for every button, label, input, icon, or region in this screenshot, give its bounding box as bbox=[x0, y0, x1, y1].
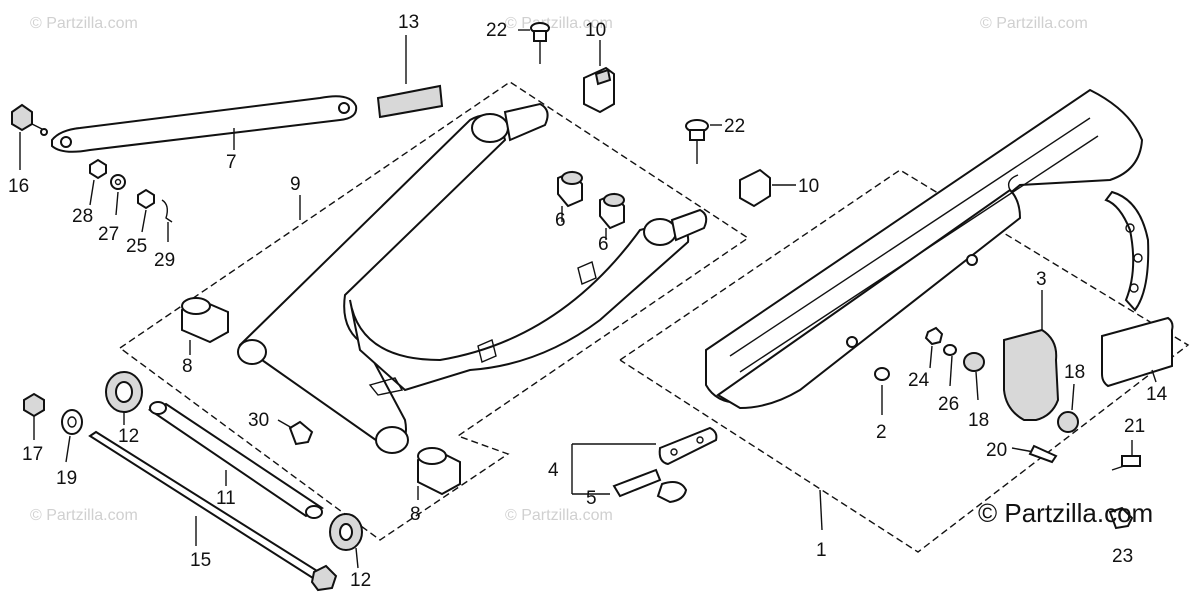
callout-18: 18 bbox=[968, 410, 989, 431]
seal-part-12 bbox=[105, 371, 363, 569]
chain-links bbox=[1104, 190, 1150, 312]
torque-rod-part-7 bbox=[51, 95, 358, 153]
hardware-parts-25-29 bbox=[89, 158, 173, 242]
callout-20: 20 bbox=[986, 440, 1007, 461]
callout-11: 11 bbox=[216, 488, 236, 509]
callout-25: 25 bbox=[126, 236, 147, 257]
callout-23: 23 bbox=[1112, 546, 1133, 567]
bushing-part-6 bbox=[557, 170, 625, 240]
callout-14: 14 bbox=[1146, 384, 1168, 405]
bushing-part-8 bbox=[181, 297, 461, 500]
nut-washer-parts-17-19 bbox=[23, 392, 83, 463]
label-part-13 bbox=[376, 35, 444, 119]
grease-fitting-part-30 bbox=[277, 419, 314, 446]
callout-2: 2 bbox=[876, 422, 887, 443]
fastener-parts-18-24-26 bbox=[924, 326, 1079, 433]
bolt-parts-20-21-23 bbox=[1011, 440, 1141, 530]
callout-12: 12 bbox=[350, 570, 371, 591]
watermark-text: © Partzilla.com bbox=[30, 15, 138, 32]
callout-27: 27 bbox=[98, 224, 119, 245]
callout-17: 17 bbox=[22, 444, 43, 465]
watermark-text: © Partzilla.com bbox=[980, 15, 1088, 32]
callout-21: 21 bbox=[1124, 416, 1145, 437]
collar-part-11 bbox=[147, 401, 324, 519]
callout-7: 7 bbox=[226, 152, 237, 173]
callout-18: 18 bbox=[1064, 362, 1085, 383]
callout-4: 4 bbox=[548, 460, 559, 481]
callout-29: 29 bbox=[154, 250, 175, 271]
grommet-part-2 bbox=[874, 367, 890, 415]
callout-6: 6 bbox=[598, 234, 609, 255]
pivot-bolt-part-15 bbox=[88, 430, 338, 592]
bolt-part-22 bbox=[518, 22, 722, 164]
callout-22: 22 bbox=[724, 116, 745, 137]
brand-watermark: © Partzilla.com bbox=[978, 498, 1153, 528]
callout-13: 13 bbox=[398, 12, 419, 33]
cover-part-3 bbox=[1003, 290, 1060, 421]
callout-1: 1 bbox=[816, 540, 827, 561]
callout-3: 3 bbox=[1036, 269, 1047, 290]
callout-8: 8 bbox=[410, 504, 421, 525]
callout-24: 24 bbox=[908, 370, 930, 391]
callout-labels: 13 22 10 22 10 7 9 16 28 27 25 29 6 6 8 … bbox=[8, 12, 1168, 591]
callout-30: 30 bbox=[248, 410, 269, 431]
callout-22: 22 bbox=[486, 20, 507, 41]
callout-10: 10 bbox=[585, 20, 606, 41]
callout-9: 9 bbox=[290, 174, 301, 195]
callout-6: 6 bbox=[555, 210, 566, 231]
watermark-text: © Partzilla.com bbox=[505, 507, 613, 524]
watermarks: © Partzilla.com © Partzilla.com © Partzi… bbox=[30, 15, 1088, 524]
callout-10: 10 bbox=[798, 176, 819, 197]
watermark-text: © Partzilla.com bbox=[30, 507, 138, 524]
callout-28: 28 bbox=[72, 206, 93, 227]
grease-fitting-part-16 bbox=[11, 103, 48, 170]
callout-19: 19 bbox=[56, 468, 77, 489]
swingarm-assembly-boundary bbox=[119, 81, 750, 541]
chain-joint-parts-4-5 bbox=[571, 426, 718, 504]
callout-16: 16 bbox=[8, 176, 29, 197]
label-part-14 bbox=[1101, 316, 1174, 388]
callout-15: 15 bbox=[190, 550, 211, 571]
chaincase-part-1 bbox=[705, 88, 1144, 531]
swingarm-part-9 bbox=[237, 102, 708, 454]
slider-block-part-10 bbox=[583, 40, 796, 208]
callout-8: 8 bbox=[182, 356, 193, 377]
chaincase-assembly-boundary bbox=[619, 169, 1190, 553]
callout-26: 26 bbox=[938, 394, 959, 415]
callout-12: 12 bbox=[118, 426, 139, 447]
callout-5: 5 bbox=[586, 488, 597, 509]
